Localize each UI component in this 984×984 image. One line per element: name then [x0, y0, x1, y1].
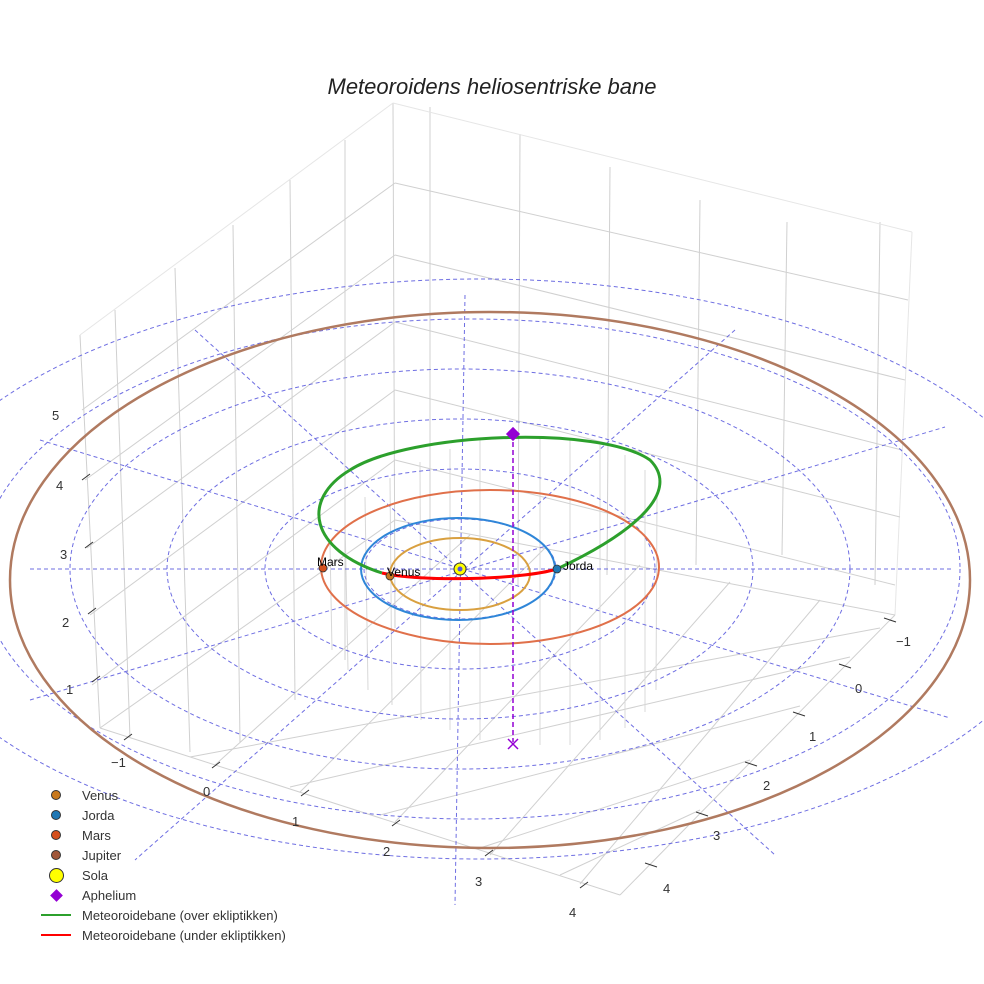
chart-title: Meteoroidens heliosentriske bane: [327, 74, 657, 99]
y-tick: 3: [713, 828, 720, 843]
legend-item-meteor-under[interactable]: Meteoroidebane (under ekliptikken): [36, 925, 286, 945]
jorda-label: Jorda: [563, 559, 593, 573]
jorda-dot-icon: [51, 810, 61, 820]
legend-label: Meteoroidebane (over ekliptikken): [82, 907, 278, 923]
legend-item-aphelium[interactable]: Aphelium: [36, 885, 286, 905]
planet-orbits: [8, 310, 972, 850]
red-line-icon: [41, 934, 71, 936]
mars-marker[interactable]: [318, 563, 328, 573]
legend: Venus Jorda Mars Jupiter Sola Aphelium M…: [36, 785, 286, 945]
y-tick: 1: [809, 729, 816, 744]
jorda-marker[interactable]: [552, 564, 562, 574]
x-tick: −1: [111, 755, 126, 770]
box-grid: [79, 102, 913, 896]
legend-label: Jorda: [82, 807, 115, 823]
y-tick: 2: [763, 778, 770, 793]
x-tick: 0: [203, 784, 210, 799]
mars-orbit: [320, 489, 660, 645]
legend-item-sola[interactable]: Sola: [36, 865, 286, 885]
legend-item-meteor-over[interactable]: Meteoroidebane (over ekliptikken): [36, 905, 286, 925]
polar-grid: [0, 278, 984, 906]
z-tick: 2: [62, 615, 69, 630]
y-axis: −1 0 1 2 3 4: [644, 617, 911, 896]
venus-label: Venus: [387, 565, 420, 579]
meteor-orbit-under: [381, 567, 558, 581]
y-tick: −1: [896, 634, 911, 649]
x-tick: 3: [475, 874, 482, 889]
legend-item-venus[interactable]: Venus: [36, 785, 286, 805]
legend-label: Aphelium: [82, 887, 137, 903]
sola-inner-icon: [457, 566, 463, 572]
legend-label: Mars: [82, 827, 111, 843]
green-line-icon: [41, 914, 71, 916]
legend-label: Sola: [82, 867, 109, 883]
jupiter-orbit: [8, 310, 972, 850]
mars-label: Mars: [317, 555, 344, 569]
venus-marker[interactable]: [385, 571, 395, 581]
meteor-orbit-over: [317, 435, 662, 575]
z-tick: 3: [60, 547, 67, 562]
y-tick: 0: [855, 681, 862, 696]
legend-label: Jupiter: [82, 847, 122, 863]
x-tick: 1: [292, 814, 299, 829]
legend-item-mars[interactable]: Mars: [36, 825, 286, 845]
jupiter-dot-icon: [51, 850, 61, 860]
z-tick: 5: [52, 408, 59, 423]
z-axis: 1 2 3 4 5: [52, 408, 101, 697]
x-axis: −1 0 1 2 3 4: [111, 733, 589, 920]
aphelium-diamond-icon: [49, 888, 63, 902]
drop-lines: [329, 436, 658, 745]
venus-dot-icon: [51, 790, 61, 800]
legend-item-jupiter[interactable]: Jupiter: [36, 845, 286, 865]
x-tick: 2: [383, 844, 390, 859]
aphelium-projection-icon: [507, 738, 519, 750]
legend-label: Meteoroidebane (under ekliptikken): [82, 927, 286, 943]
z-tick: 4: [56, 478, 63, 493]
mars-dot-icon: [51, 830, 61, 840]
sola-dot-icon: [48, 867, 64, 883]
legend-item-jorda[interactable]: Jorda: [36, 805, 286, 825]
legend-label: Venus: [82, 787, 119, 803]
x-tick: 4: [569, 905, 576, 920]
aphelium-marker[interactable]: [505, 426, 521, 442]
y-tick: 4: [663, 881, 670, 896]
z-tick: 1: [66, 682, 73, 697]
